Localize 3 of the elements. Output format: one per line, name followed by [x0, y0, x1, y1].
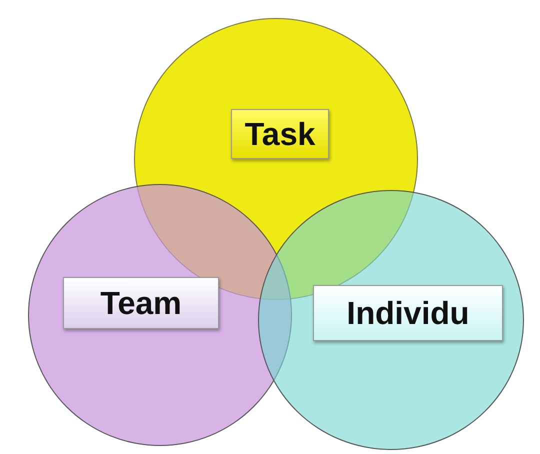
label-plate: Task	[231, 109, 329, 159]
label-plate: Individu	[313, 285, 503, 341]
label-plate: Team	[63, 277, 219, 329]
